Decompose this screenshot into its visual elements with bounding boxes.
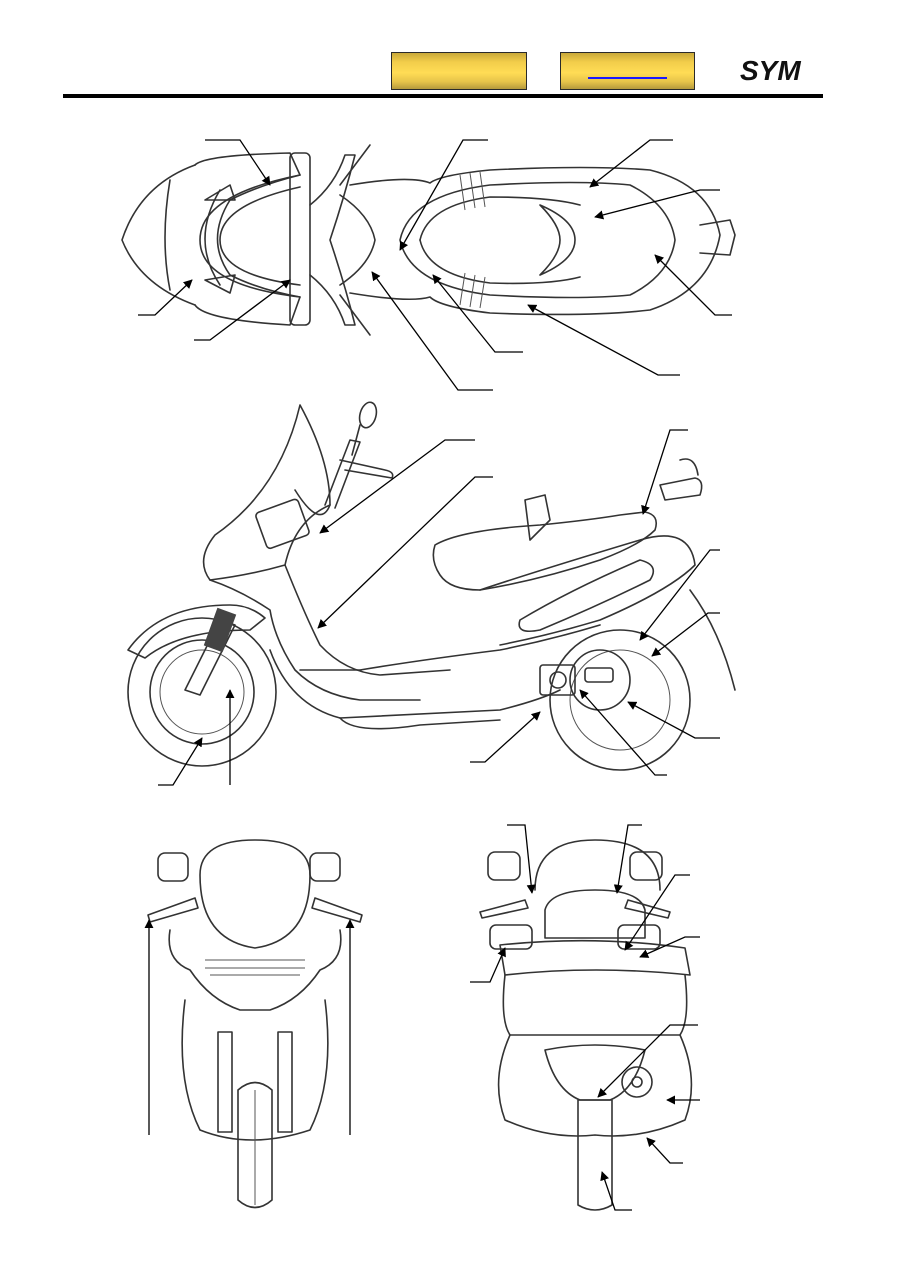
- side-view-callouts: [158, 429, 720, 786]
- header-rule: [63, 94, 823, 98]
- sym-logo-text: SYM: [740, 56, 801, 84]
- side-view-diagram: [127, 401, 736, 786]
- link-underline[interactable]: [588, 77, 667, 79]
- rear-wheel: [549, 629, 691, 771]
- nav-button-2[interactable]: [560, 52, 695, 90]
- front-view-diagram: [144, 839, 363, 1209]
- sym-logo: SYM: [740, 56, 801, 84]
- front-wheel: [127, 617, 277, 767]
- front-view-callouts: [144, 919, 355, 1135]
- top-view-callouts: [138, 139, 732, 391]
- top-view-diagram: [121, 139, 736, 391]
- front-nose-outline: [121, 164, 196, 306]
- rear-view-diagram: [470, 824, 700, 1211]
- rear-view-callouts: [470, 824, 700, 1211]
- nav-button-1[interactable]: [391, 52, 527, 90]
